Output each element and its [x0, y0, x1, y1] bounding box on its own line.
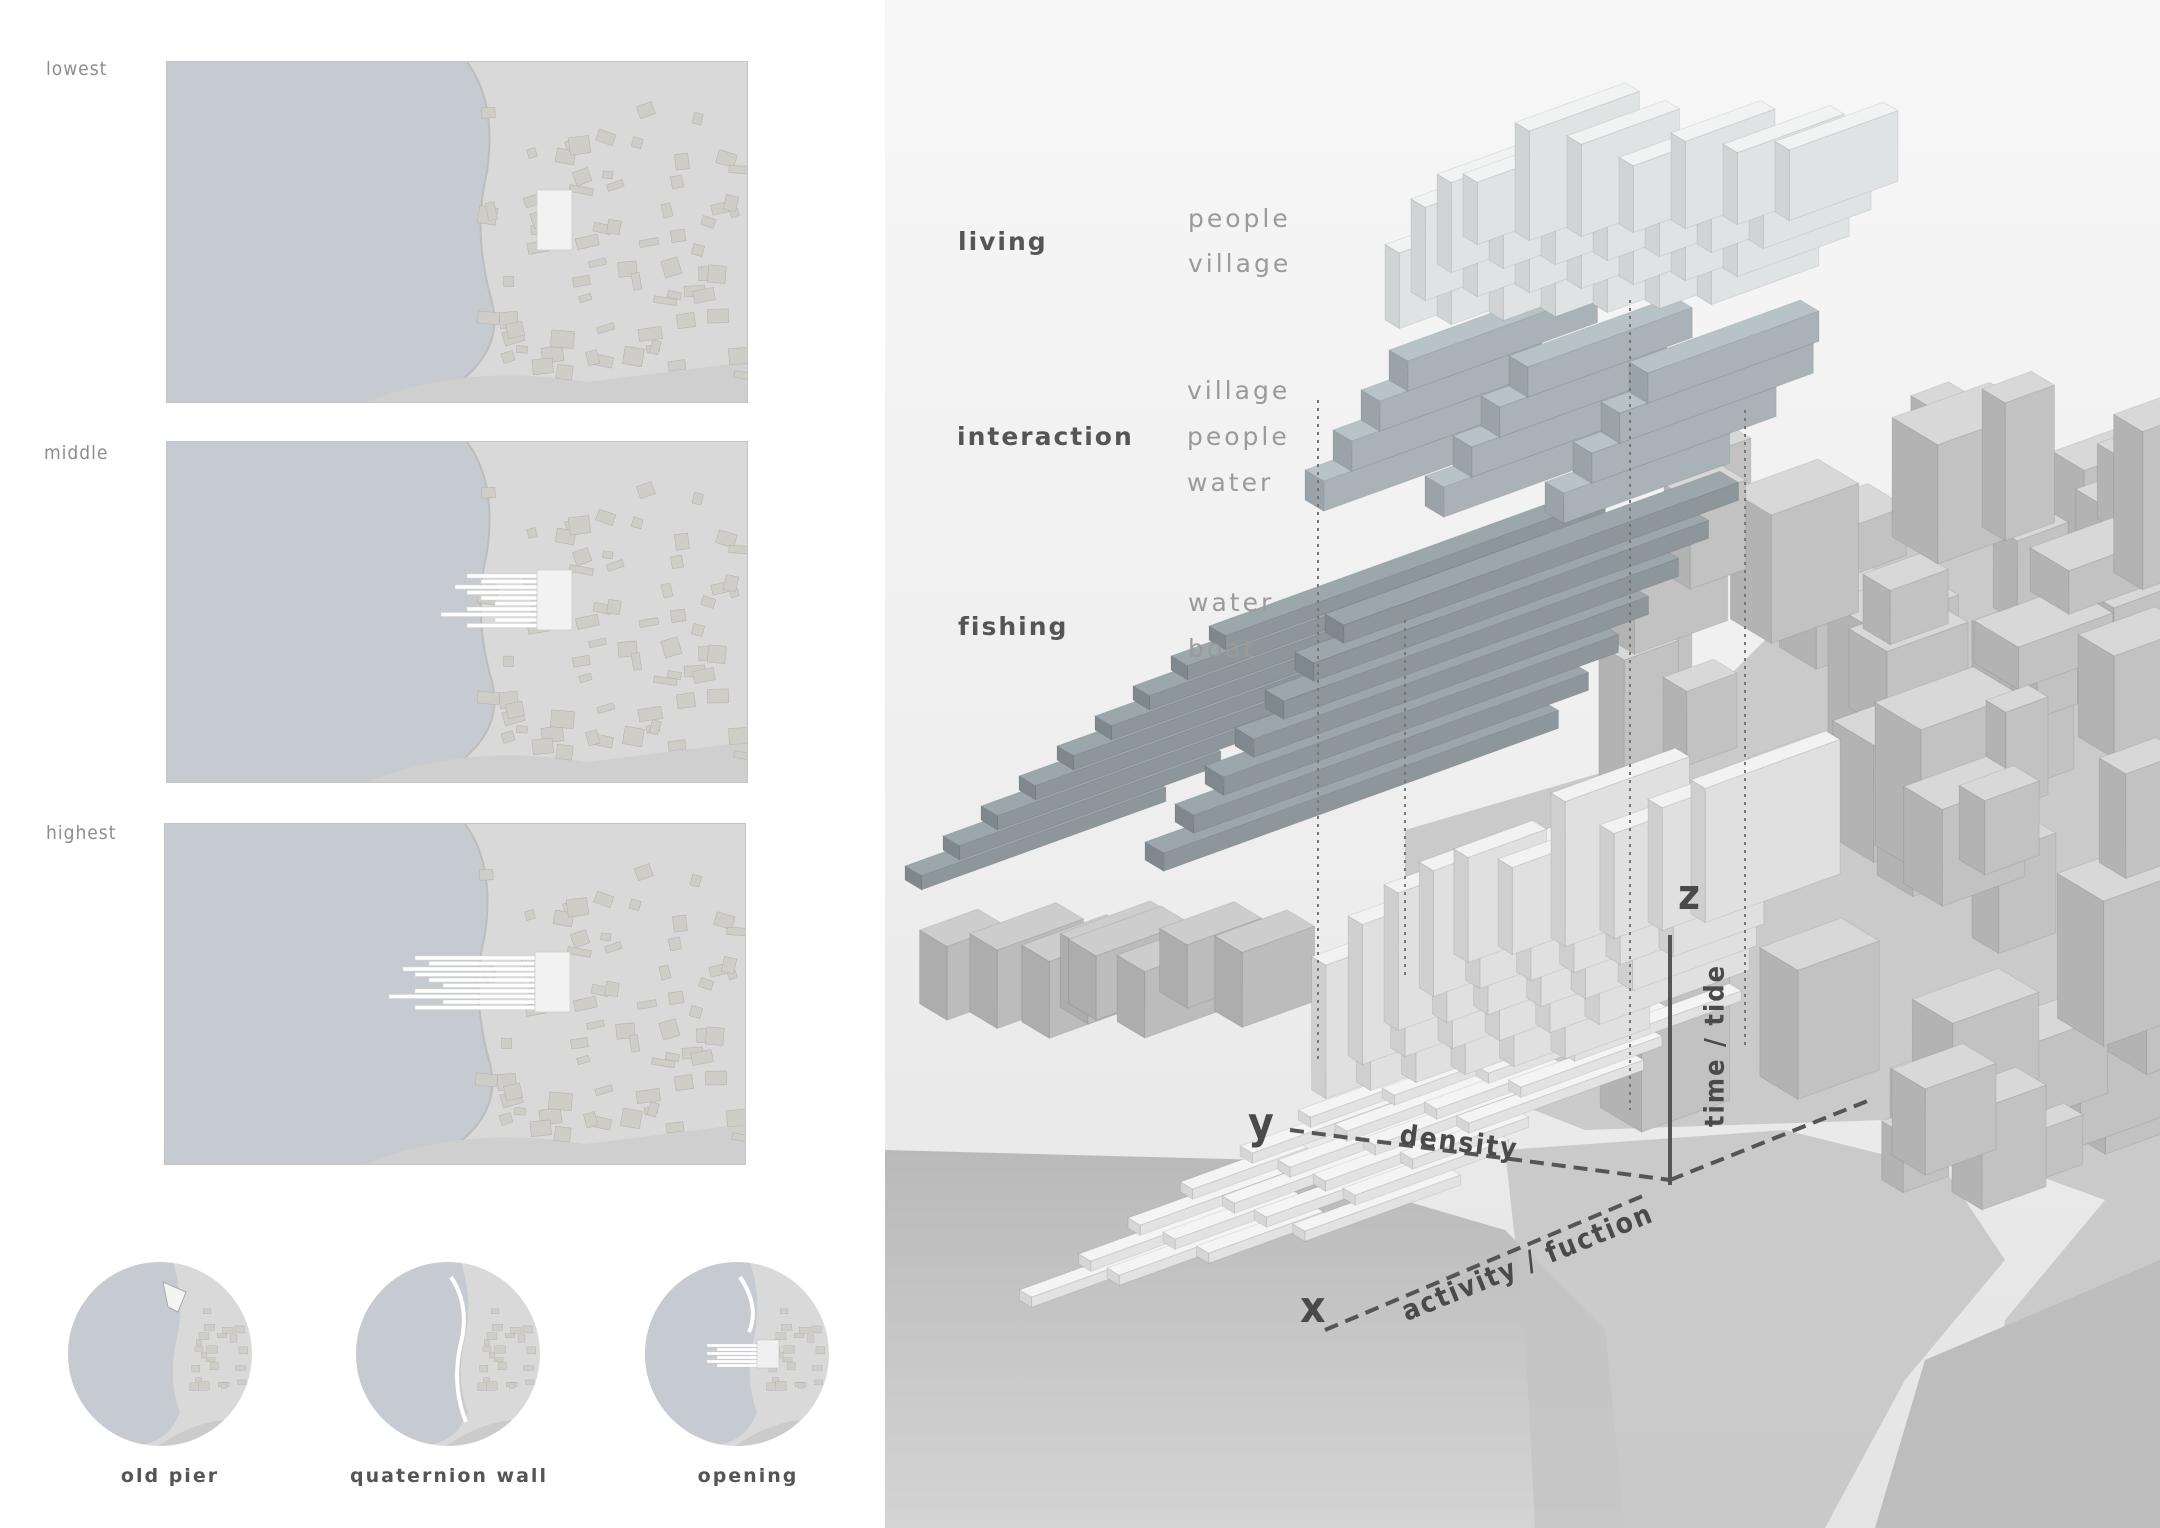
layer-word-water: water [1188, 588, 1275, 617]
tide-map-lowest [166, 61, 748, 403]
layer-title-interaction: interaction [957, 422, 1134, 451]
phase-label-old-pier: old pier [120, 1465, 220, 1487]
layer-word-people: people [1188, 204, 1291, 233]
phase-diagram-opening [645, 1262, 829, 1446]
axis-label-x: x [1300, 1282, 1326, 1333]
layer-word-people: people [1187, 422, 1290, 451]
phase-label-quaternion-wall: quaternion wall [350, 1465, 548, 1487]
axis-lines [1289, 1098, 1871, 1332]
axis-label-z: z [1678, 870, 1700, 919]
tide-map-highest [164, 823, 746, 1165]
axis-label-time-tide: time / tide [1699, 963, 1731, 1128]
layer-title-living: living [958, 227, 1048, 256]
projection-guides [1317, 300, 1746, 1110]
layer-word-water: water [1187, 468, 1274, 497]
axonometric-drawing [885, 0, 2160, 1528]
tide-label-lowest: lowest [46, 58, 108, 80]
tide-label-highest: highest [46, 822, 117, 844]
layer-word-boat: boat [1188, 634, 1257, 663]
phase-diagram-old-pier [68, 1262, 252, 1446]
layer-word-village: village [1187, 376, 1291, 405]
phase-label-opening: opening [697, 1465, 799, 1487]
tide-label-middle: middle [44, 442, 109, 464]
exploded-axonometric: living people village interaction villag… [885, 0, 2160, 1528]
layer-word-village: village [1188, 249, 1292, 278]
layer-title-fishing: fishing [958, 612, 1069, 641]
tide-map-middle [166, 441, 748, 783]
phase-diagram-quaternion-wall [356, 1262, 540, 1446]
stacked-layers [903, 82, 1900, 1309]
axis-label-y: y [1248, 1098, 1274, 1149]
